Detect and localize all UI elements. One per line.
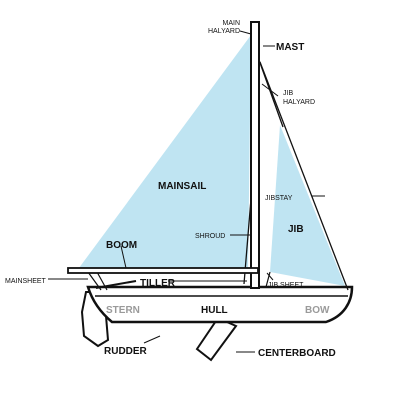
jib-sheet-line bbox=[265, 271, 271, 288]
label-mainsheet: MAINSHEET bbox=[5, 278, 47, 285]
label-jib-halyard-line1: JIB bbox=[283, 90, 293, 97]
label-tiller: TILLER bbox=[140, 278, 176, 289]
label-jib-halyard-line2: HALYARD bbox=[283, 99, 315, 106]
label-rudder: RUDDER bbox=[104, 346, 148, 357]
label-main-halyard-line1: MAIN bbox=[223, 20, 241, 27]
label-hull: HULL bbox=[201, 305, 228, 316]
label-mast: MAST bbox=[276, 42, 304, 53]
leader-lines bbox=[48, 30, 325, 353]
jibstay-line bbox=[259, 61, 349, 291]
centerboard bbox=[195, 316, 238, 362]
jib-halyard-line bbox=[258, 59, 284, 128]
mainsail bbox=[76, 35, 251, 272]
tiller bbox=[95, 280, 137, 289]
label-jib-sheet: JIB SHEET bbox=[268, 282, 304, 289]
label-stern: STERN bbox=[106, 305, 140, 316]
mast bbox=[250, 21, 260, 289]
label-shroud: SHROUD bbox=[195, 233, 225, 240]
label-main-halyard-line2: HALYARD bbox=[208, 28, 240, 35]
label-centerboard: CENTERBOARD bbox=[258, 348, 336, 359]
label-jib: JIB bbox=[288, 224, 304, 235]
jib bbox=[270, 125, 345, 286]
boom bbox=[67, 267, 259, 274]
label-jibstay: JIBSTAY bbox=[265, 195, 293, 202]
label-mainsail: MAINSAIL bbox=[158, 181, 206, 192]
label-boom: BOOM bbox=[106, 240, 137, 251]
label-bow: BOW bbox=[305, 305, 330, 316]
